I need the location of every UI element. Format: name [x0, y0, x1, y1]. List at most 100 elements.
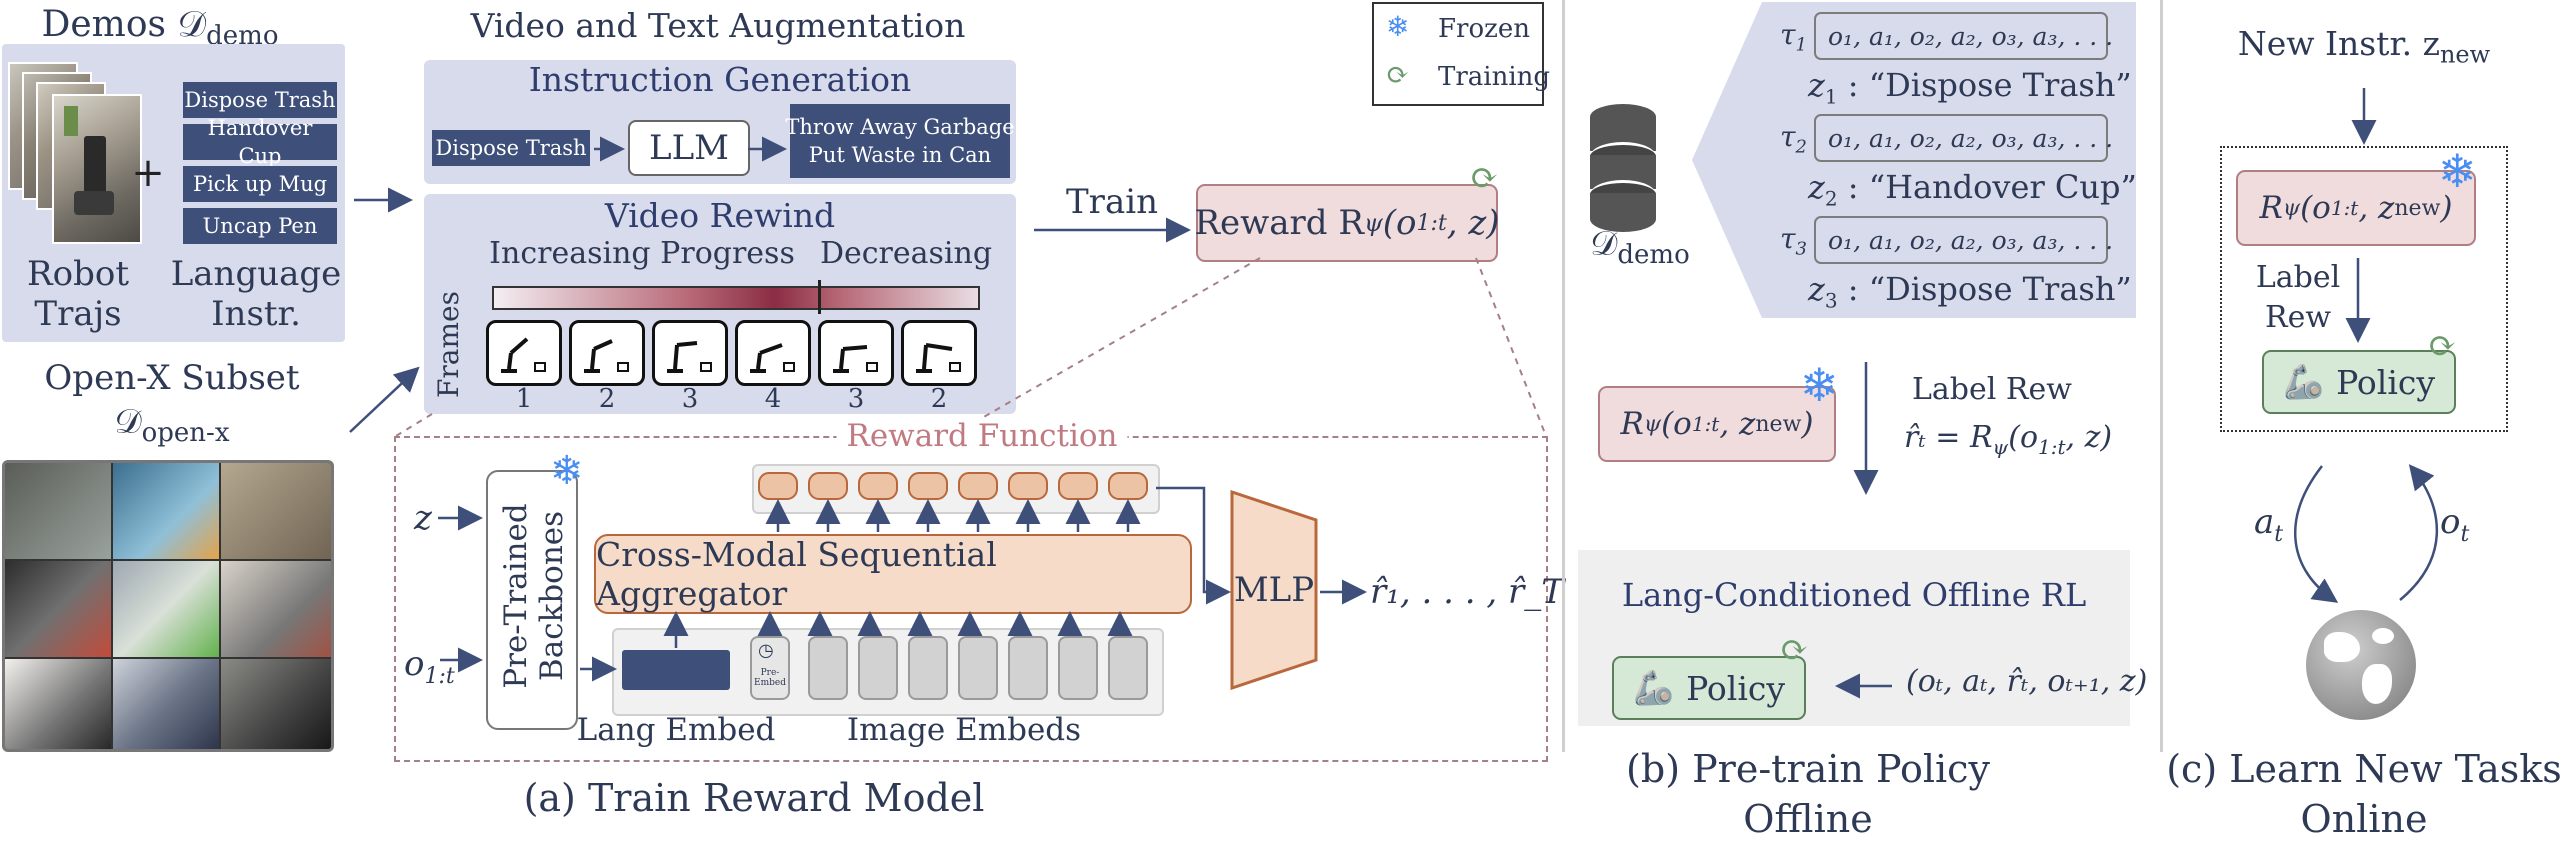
lang-embed-label: Lang Embed — [576, 712, 776, 748]
training-icon-reward: ⟳ — [1470, 158, 1499, 198]
rewind-frame-3 — [652, 320, 728, 386]
image-embed-token — [1108, 636, 1148, 700]
traj-instruction-1: z1 : “Dispose Trash” — [1808, 66, 2132, 109]
arrow-observation-loop — [2399, 464, 2439, 601]
robot-arm-icon: 🦾 — [2282, 362, 2325, 401]
arrow-openx-to-aug — [349, 366, 420, 433]
offline-rl-title: Lang-Conditioned Offline RL — [1621, 576, 2087, 614]
clock-icon: ◷ — [758, 640, 774, 661]
traj-tau-3: τ3 — [1780, 222, 1807, 260]
image-embed-token — [858, 636, 898, 700]
output-token — [908, 472, 948, 500]
robot-traj-image-4 — [52, 94, 142, 244]
traj-tau-1: τ1 — [1780, 18, 1807, 56]
frame-number-3: 3 — [681, 384, 699, 414]
traj-sequence-1: o₁, a₁, o₂, a₂, o₃, a₃, . . . — [1814, 12, 2113, 60]
pre-embed-block: Pre- Embed — [750, 636, 790, 700]
online-loop-box — [2220, 146, 2508, 432]
rewind-frame-1 — [486, 320, 562, 386]
policy-box-c: 🦾Policy — [2262, 350, 2456, 414]
frame-number-5: 3 — [847, 384, 865, 414]
training-icon-b: ⟳ — [1780, 630, 1809, 670]
transition-tuple: (oₜ, aₜ, r̂ₜ, oₜ₊₁, z) — [1906, 664, 2148, 699]
progress-gradient-bar — [492, 286, 980, 310]
image-embed-token — [1058, 636, 1098, 700]
instruction-tag-2: Pick up Mug — [183, 166, 337, 202]
cross-modal-aggregator: Cross-Modal Sequential Aggregator — [594, 534, 1192, 614]
output-token — [958, 472, 998, 500]
plus-sign: + — [131, 150, 165, 196]
db-demo-label: 𝒟demo — [1590, 224, 1690, 270]
lang-embed-block — [622, 650, 730, 690]
demos-title: Demos 𝒟demo — [41, 4, 279, 52]
refresh-icon: ⟳ — [1386, 58, 1410, 91]
snowflake-icon-c: ❄ — [2438, 144, 2477, 198]
divider-bc — [2160, 0, 2163, 752]
frame-number-2: 2 — [598, 384, 616, 414]
action-label: at — [2254, 502, 2284, 547]
instruction-generation-output: Throw Away Garbage Put Waste in Can — [785, 104, 1015, 178]
instruction-generation-title: Instruction Generation — [528, 60, 912, 99]
rewind-frame-6 — [901, 320, 977, 386]
o-input: o1:t — [404, 644, 455, 689]
frame-number-1: 1 — [515, 384, 533, 414]
rewind-frame-5 — [818, 320, 894, 386]
divider-ab — [1562, 0, 1565, 752]
traj-sequence-3: o₁, a₁, o₂, a₂, o₃, a₃, . . . — [1814, 216, 2113, 264]
instruction-tag-0: Dispose Trash — [183, 82, 337, 118]
progress-divider — [818, 280, 821, 314]
policy-box-b: 🦾Policy — [1612, 656, 1806, 720]
frame-number-4: 4 — [764, 384, 782, 414]
reward-function-title: Reward Function — [836, 418, 1128, 454]
reward-outputs: r̂₁, . . . , r̂_T — [1370, 572, 1564, 612]
traj-sequence-2: o₁, a₁, o₂, a₂, o₃, a₃, . . . — [1814, 114, 2113, 162]
legend-training: Training — [1438, 62, 1551, 92]
image-embeds-label: Image Embeds — [846, 712, 1082, 748]
caption-b: (b) Pre-train Policy Offline — [1626, 747, 1990, 841]
traj-instruction-2: z2 : “Handover Cup” — [1808, 168, 2137, 211]
training-icon-c: ⟳ — [2428, 326, 2457, 366]
arrow-action-loop — [2293, 465, 2339, 603]
increasing-progress-label: Increasing Progress — [489, 236, 795, 271]
z-input: z — [414, 498, 432, 538]
rewind-frame-4 — [735, 320, 811, 386]
mlp-shape — [1230, 490, 1318, 690]
decreasing-label: Decreasing — [819, 236, 993, 271]
openx-image-grid — [2, 460, 334, 752]
image-embed-token — [958, 636, 998, 700]
globe-icon — [2306, 610, 2416, 720]
language-instr-label: Language Instr. — [170, 254, 342, 334]
image-embed-token — [808, 636, 848, 700]
database-icon — [1590, 104, 1656, 236]
image-embed-token — [908, 636, 948, 700]
traj-instruction-3: z3 : “Dispose Trash” — [1808, 270, 2132, 313]
video-rewind-title: Video Rewind — [604, 196, 836, 235]
instruction-tag-3: Uncap Pen — [183, 208, 337, 244]
train-label: Train — [1066, 182, 1158, 222]
label-rew-b: Label Rew — [1912, 372, 2072, 407]
mlp-label: MLP — [1233, 570, 1315, 610]
label-rew-c: Label Rew — [2255, 260, 2341, 335]
observation-label: ot — [2440, 502, 2470, 547]
augmentation-title: Video and Text Augmentation — [470, 6, 966, 45]
robot-trajs-label: Robot Trajs — [27, 254, 129, 334]
snowflake-icon-backbones: ❄ — [550, 448, 584, 494]
pretrained-backbones-box — [486, 470, 578, 730]
legend-frozen: Frozen — [1438, 14, 1530, 44]
legend-box — [1372, 2, 1544, 106]
caption-a: (a) Train Reward Model — [523, 776, 985, 820]
new-instr-label: New Instr. znew — [2237, 24, 2491, 69]
llm-box: LLM — [628, 120, 750, 176]
label-equation: r̂ₜ = Rψ(o1:t, z) — [1904, 420, 2113, 459]
rewind-frame-2 — [569, 320, 645, 386]
snowflake-icon-b: ❄ — [1800, 358, 1839, 412]
snowflake-icon: ❄ — [1386, 10, 1410, 43]
instruction-generation-input: Dispose Trash — [432, 130, 590, 166]
frame-number-6: 2 — [930, 384, 948, 414]
openx-title: Open-X Subset — [44, 358, 300, 398]
robot-arm-icon: 🦾 — [1632, 668, 1675, 707]
image-embed-token — [1008, 636, 1048, 700]
